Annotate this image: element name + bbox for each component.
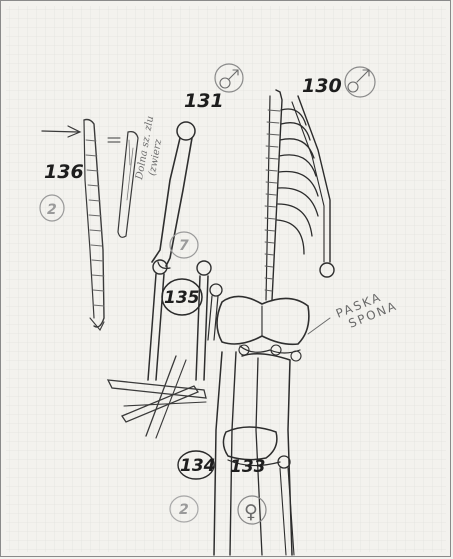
sketch-sheet: 130 131 136 135 134 133 2 7 2 ♀ Dolna sz… xyxy=(0,0,453,559)
sheet-border xyxy=(0,0,451,557)
